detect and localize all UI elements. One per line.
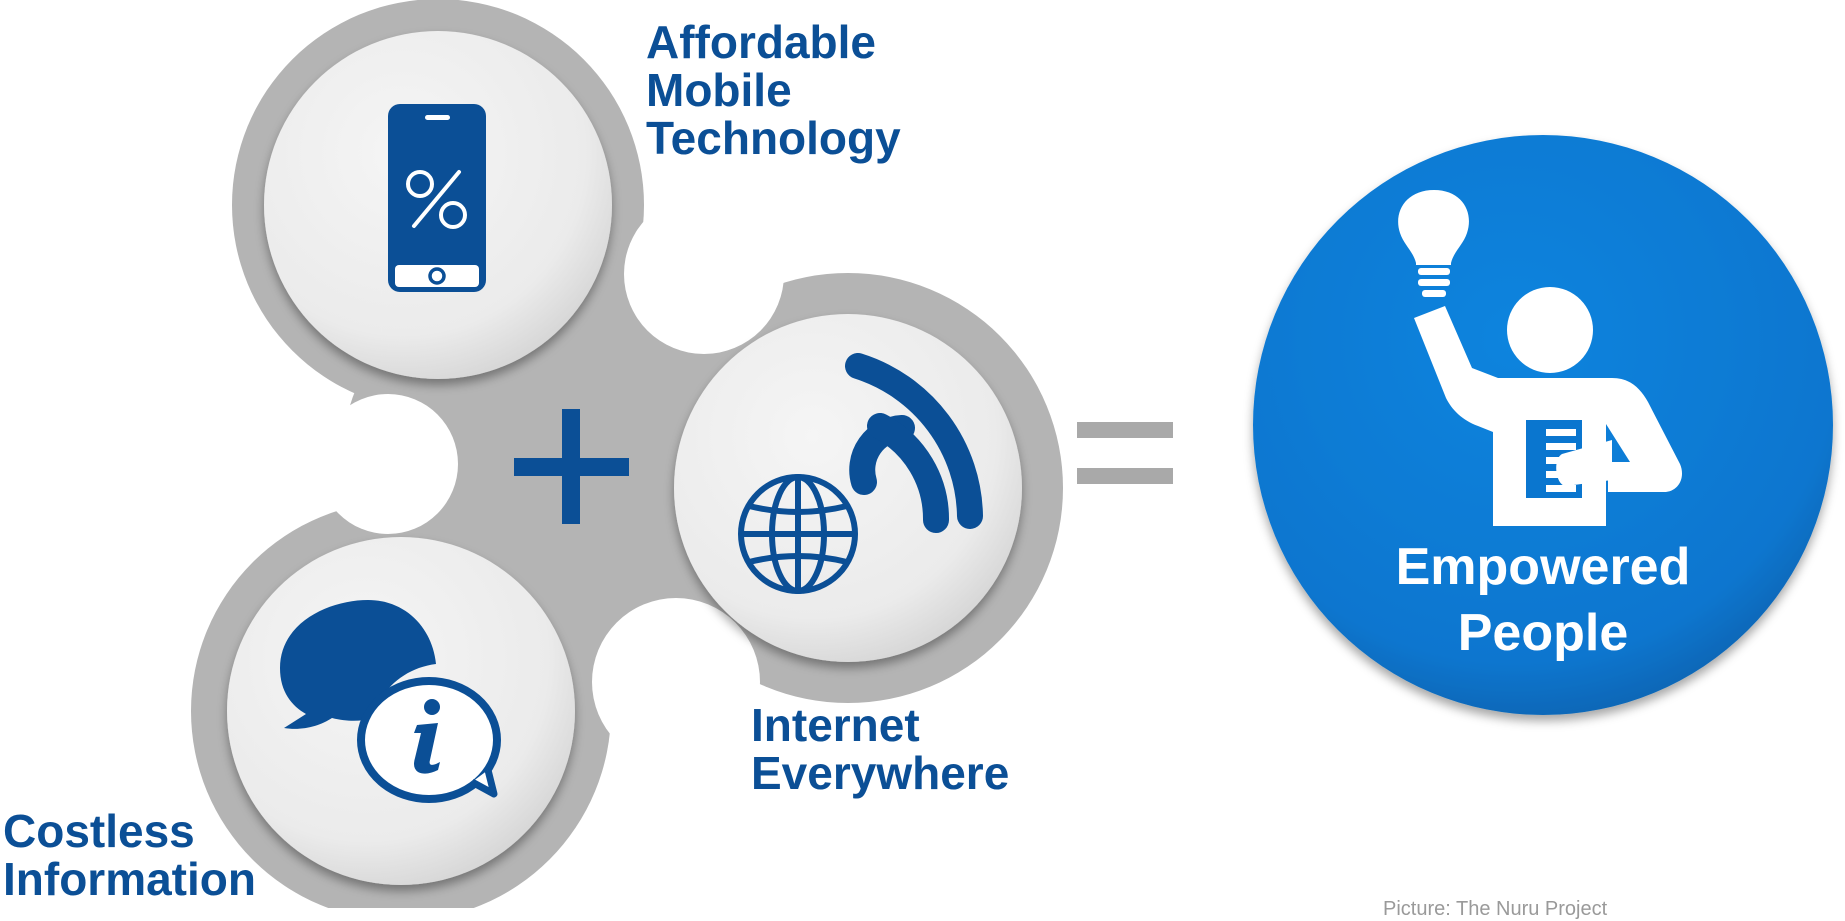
picture-credit: Picture: The Nuru Project bbox=[1383, 898, 1608, 920]
internet-everywhere-label: Internet Everywhere bbox=[751, 701, 1009, 797]
label-line: Empowered bbox=[1395, 538, 1691, 596]
label-line: Costless bbox=[3, 805, 195, 857]
label-line: Mobile bbox=[646, 64, 792, 116]
empowered-people-label: Empowered People bbox=[1342, 534, 1744, 666]
label-line: Everywhere bbox=[751, 747, 1010, 799]
equals-icon bbox=[1077, 422, 1173, 484]
label-line: Information bbox=[3, 853, 256, 905]
globe-wifi-icon bbox=[738, 353, 983, 594]
person-idea-icon bbox=[1398, 190, 1683, 526]
label-line: People bbox=[1457, 604, 1629, 662]
percent-phone-icon bbox=[388, 104, 486, 292]
chat-info-icon bbox=[280, 600, 501, 803]
mobile-technology-label: Affordable Mobile Technology bbox=[646, 18, 901, 162]
label-line: Internet bbox=[751, 699, 920, 751]
frame-notches bbox=[318, 194, 784, 766]
costless-information-label: Costless Information bbox=[3, 807, 256, 903]
label-line: Technology bbox=[646, 112, 901, 164]
plus-icon bbox=[514, 409, 629, 524]
label-line: Affordable bbox=[646, 16, 876, 68]
